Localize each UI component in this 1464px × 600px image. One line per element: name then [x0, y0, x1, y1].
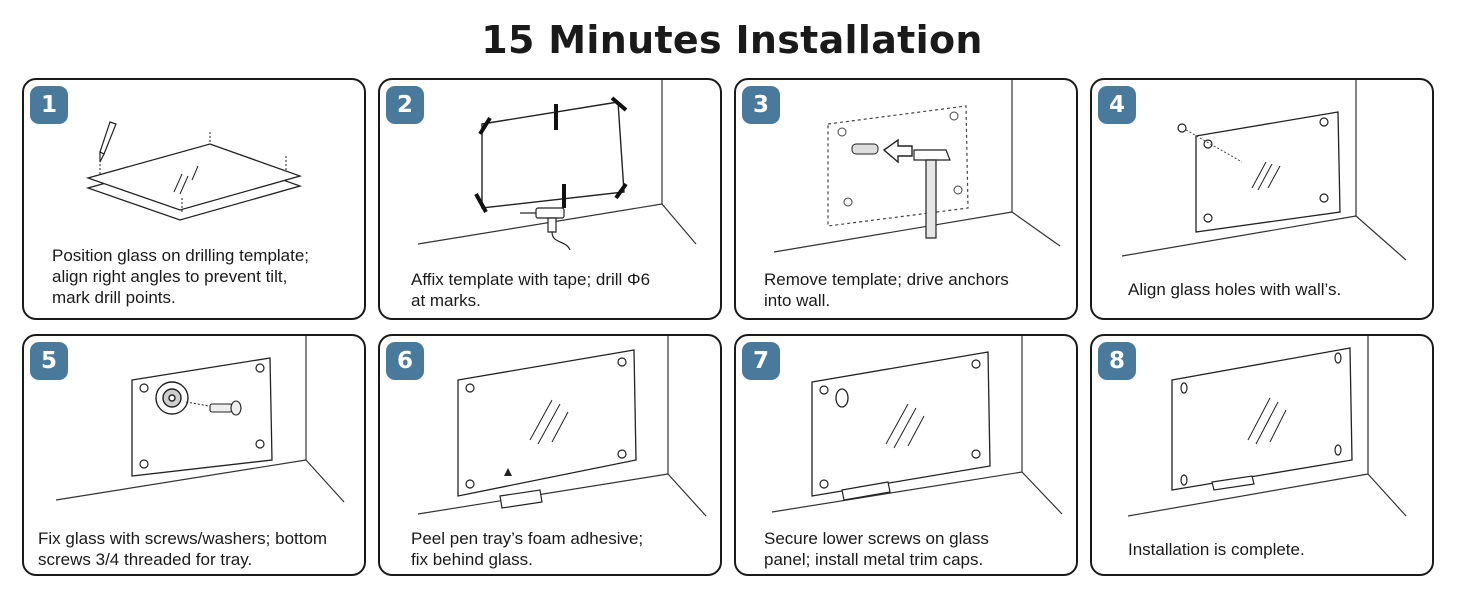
tape-strips	[476, 98, 626, 212]
step-caption: Peel pen tray’s foam adhesive; fix behin…	[411, 529, 644, 569]
step-caption: Installation is complete.	[1128, 540, 1305, 559]
glass-panel	[812, 352, 990, 496]
pen-icon	[100, 122, 116, 162]
step-card-8: 8 Installation is complete.	[1090, 334, 1434, 576]
step-card-3: 3 Remove template; drive anchors into wa…	[734, 78, 1078, 320]
step-number-badge: 1	[30, 86, 68, 124]
glass-panel	[132, 358, 272, 476]
step-caption: Remove template; drive anchors into wall…	[764, 270, 1009, 310]
page-title: 15 Minutes Installation	[481, 18, 983, 62]
step-card-7: 7 Secure lower screws on glass panel; in…	[734, 334, 1078, 576]
step-number-badge: 6	[386, 342, 424, 380]
step-number-badge: 8	[1098, 342, 1136, 380]
trim-cap-icon	[836, 389, 848, 407]
step-2-illustration	[380, 80, 720, 318]
drilling-template	[482, 102, 624, 208]
step-7-illustration	[736, 336, 1076, 574]
step-number-badge: 5	[30, 342, 68, 380]
step-3-illustration	[736, 80, 1076, 318]
step-4-illustration	[1092, 80, 1432, 318]
pen-tray-icon	[1212, 476, 1254, 490]
pen-tray-icon	[842, 482, 890, 500]
anchor-icon	[852, 144, 878, 154]
glass-panel	[458, 350, 636, 496]
step-5-illustration	[24, 336, 364, 574]
step-caption: Fix glass with screws/washers; bottom sc…	[38, 529, 328, 569]
step-number-badge: 4	[1098, 86, 1136, 124]
warning-icon	[504, 468, 512, 476]
step-card-5: 5 Fix glass with screws/washers; bottom …	[22, 334, 366, 576]
step-caption: Affix template with tape; drill Φ6 at ma…	[411, 270, 651, 310]
step-1-illustration	[24, 80, 364, 318]
step-card-6: 6 Peel pen tray’s foam adhesive; fix beh…	[378, 334, 722, 576]
step-card-1: 1 Position glass on drilling template; a…	[22, 78, 366, 320]
template-outline	[828, 106, 968, 226]
step-number-badge: 7	[742, 342, 780, 380]
step-caption: Secure lower screws on glass panel; inst…	[764, 529, 989, 569]
step-card-4: 4 Align glass holes with wall’s.	[1090, 78, 1434, 320]
pen-tray-icon	[500, 490, 542, 508]
arrow-icon	[884, 140, 912, 162]
glass-panel	[1172, 348, 1352, 490]
step-6-illustration	[380, 336, 720, 574]
step-number-badge: 3	[742, 86, 780, 124]
step-8-illustration	[1092, 336, 1432, 574]
washer-icon	[156, 382, 188, 414]
hammer-icon	[914, 150, 950, 238]
step-caption: Position glass on drilling template; ali…	[52, 246, 310, 307]
screw-icon	[210, 401, 241, 415]
step-caption: Align glass holes with wall’s.	[1128, 280, 1342, 299]
drill-icon	[520, 208, 570, 250]
glass-sheet	[88, 144, 300, 210]
step-number-badge: 2	[386, 86, 424, 124]
step-card-2: 2 Affix template with tape; drill Φ6 at …	[378, 78, 722, 320]
